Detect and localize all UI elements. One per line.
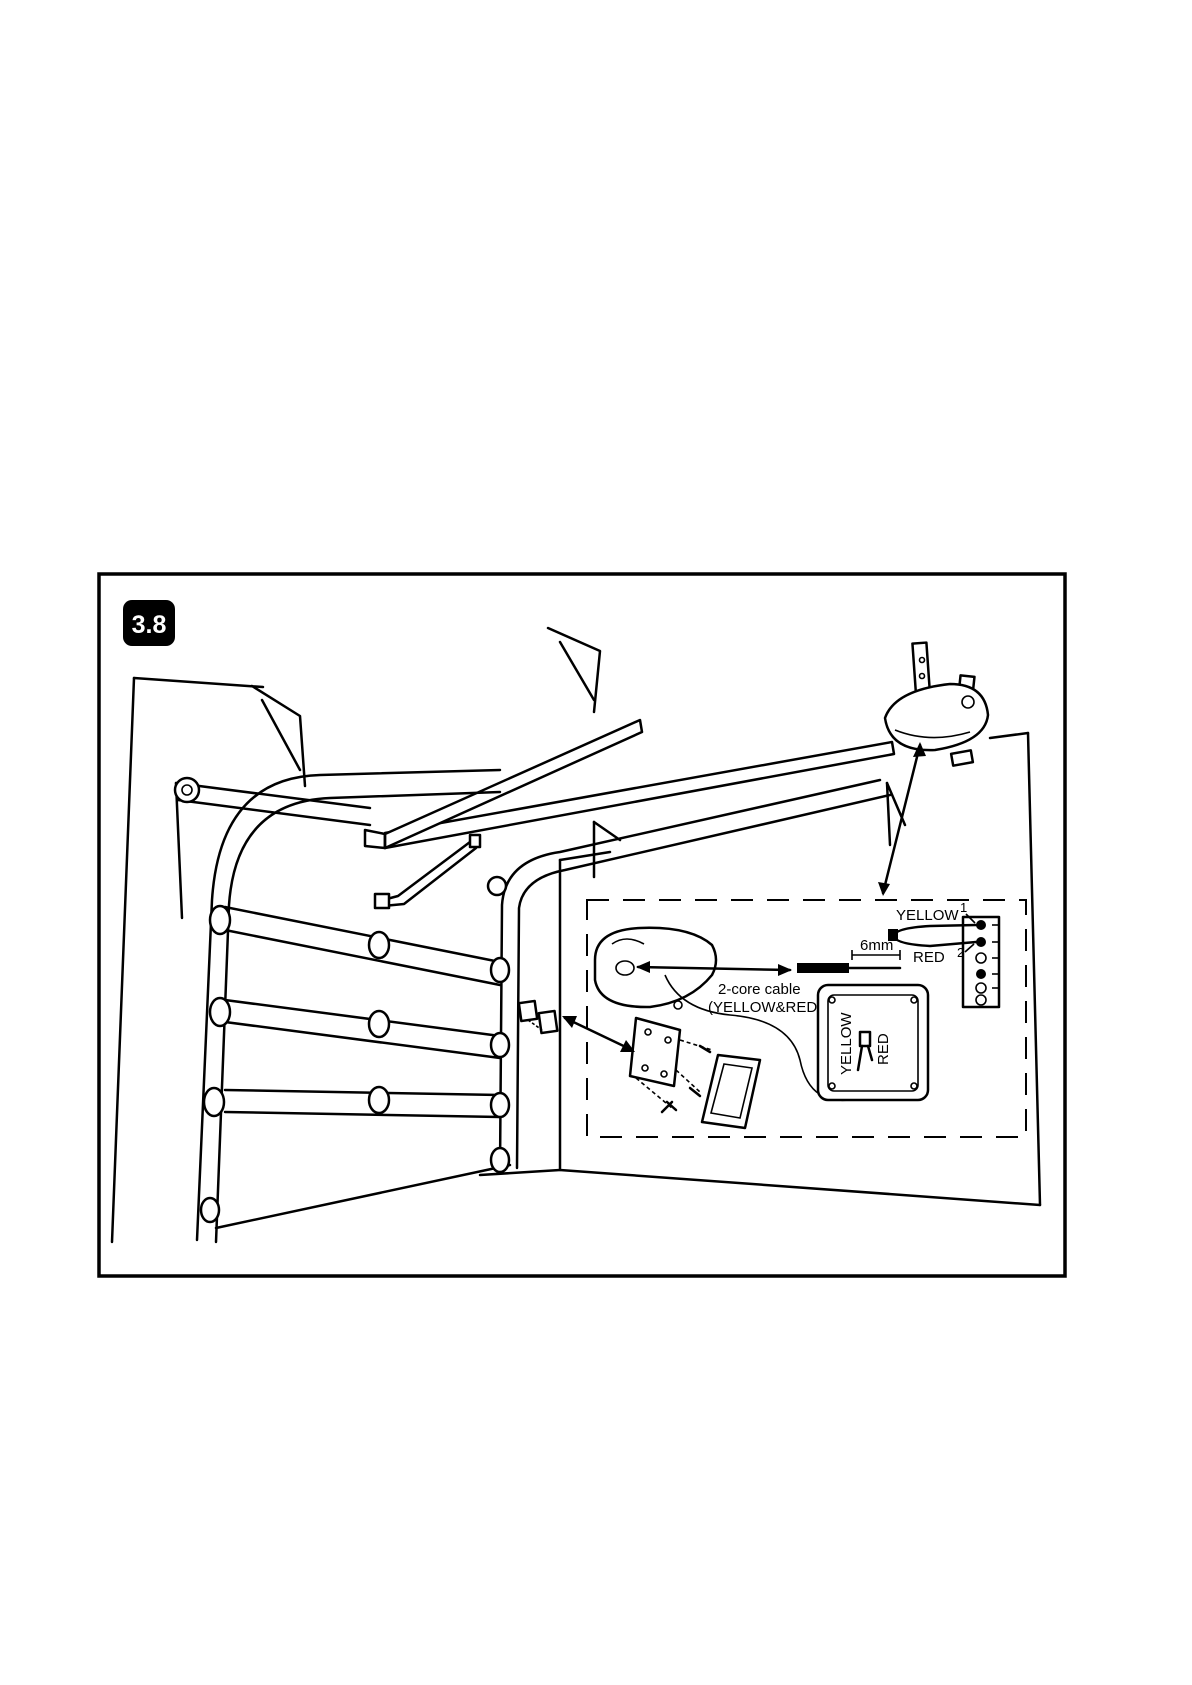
door-panel-bars — [201, 906, 510, 1228]
cable-label-line2: (YELLOW&RED) — [708, 999, 822, 1016]
switch-detail-arrow — [562, 1016, 635, 1052]
wall-switch-scene — [519, 1001, 557, 1033]
terminal-1-label: 1 — [960, 900, 967, 915]
red-label: RED — [913, 949, 945, 966]
switch-cover — [702, 1055, 760, 1128]
opener-rail — [365, 720, 894, 908]
strip-length-label: 6mm — [860, 937, 893, 954]
switch-red-label: RED — [875, 1033, 892, 1065]
figure-number-badge: 3.8 — [123, 600, 175, 646]
switch-yellow-label: YELLOW — [838, 1012, 855, 1075]
wall-switch-enlarged — [818, 985, 928, 1100]
figure-number: 3.8 — [132, 611, 167, 639]
cable-label-line1: 2-core cable — [718, 981, 801, 998]
yellow-label: YELLOW — [896, 907, 959, 924]
opener-motor-unit — [885, 684, 988, 766]
terminal-block — [963, 917, 999, 1007]
motor-detail-arrow — [878, 742, 926, 896]
terminal-2-label: 2 — [957, 945, 964, 960]
